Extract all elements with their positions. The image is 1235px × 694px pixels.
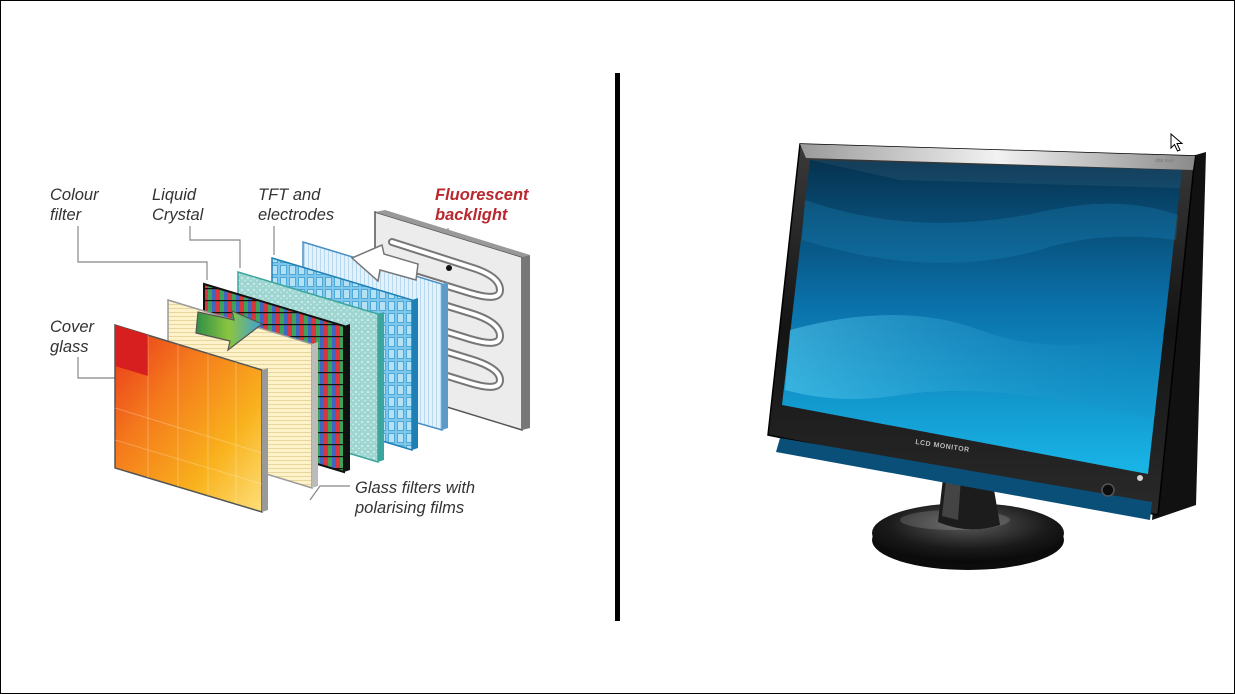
vertical-divider (615, 73, 620, 621)
monitor-screen (782, 160, 1182, 474)
glass-filters-label: Glass filters with polarising films (355, 479, 476, 517)
colour-filter-label: Colour filter (50, 186, 99, 224)
liquid-crystal-label: Liquid Crystal (152, 186, 204, 224)
cover-glass-layer (114, 323, 268, 514)
monitor-top-badge: dbp icon (1154, 157, 1174, 165)
cover-glass-label: Cover glass (50, 318, 95, 356)
lcd-layers-diagram (77, 210, 530, 514)
tft-electrodes-label: TFT and electrodes (258, 186, 335, 224)
backlight-arrow (350, 243, 419, 283)
fluorescent-backlight-label: Fluorescent backlight (435, 186, 529, 224)
light-path-arrow (195, 309, 264, 352)
mouse-cursor-icon (1170, 133, 1184, 152)
power-button-icon (1101, 483, 1115, 497)
glint-icon (1137, 475, 1143, 481)
monitor-stand (872, 460, 1064, 570)
